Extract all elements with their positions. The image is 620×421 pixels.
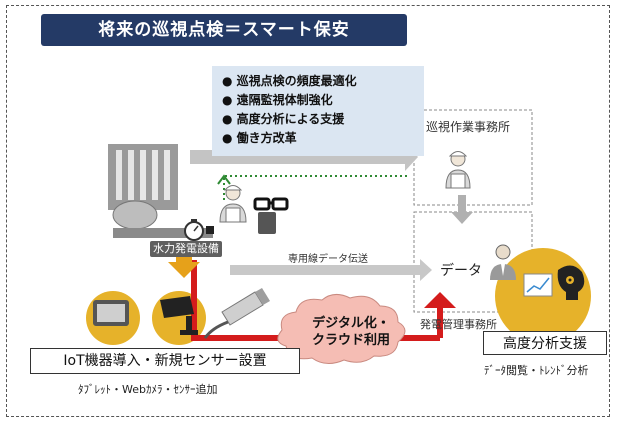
ai-brain-icon [557,265,585,300]
benefit-item: 高度分析による支援 [222,110,357,129]
page-title: 将来の巡視点検＝スマート保安 [41,14,407,46]
cloud-label-line2: クラウド利用 [311,333,390,348]
gauge-icon [184,219,214,241]
benefit-item: 働き方改革 [222,129,357,148]
cloud-label-line1: デジタル化・ [312,316,390,331]
trend-chart-icon [523,273,553,297]
hydro-plant-icon [108,144,213,238]
orange-down-arrow [168,253,200,278]
cloud-shape [277,294,406,364]
red-arrow-head [424,292,456,308]
sensor-plug-icon [203,288,270,339]
patrol-office-label: 巡視作業事務所 [426,120,511,134]
patrol-worker-icon [445,151,471,189]
iot-introduction-box: IoT機器導入・新規センサー設置 [30,348,300,374]
field-worker-icon [219,185,247,223]
dedicated-line-label: 専用線データ伝送 [288,254,368,265]
smart-glasses-icon [253,197,289,211]
office-worker-icon [490,244,516,280]
advanced-analysis-box: 高度分析支援 [483,331,607,355]
diagram-frame [6,5,610,417]
handheld-device-icon [258,212,276,234]
arrow-patrol-to-data [451,195,473,224]
benefit-item: 巡視点検の頻度最適化 [222,72,357,91]
benefits-list: 巡視点検の頻度最適化 遠隔監視体制強化 高度分析による支援 働き方改革 [222,72,357,148]
patrol-office-box [413,109,533,206]
benefit-item: 遠隔監視体制強化 [222,91,357,110]
arrow-dedicated-line [230,259,432,281]
hydro-plant-label: 水力発電設備 [150,241,222,257]
dotted-return-line [223,175,410,200]
data-label: データ [440,263,482,279]
iot-caption: ﾀﾌﾞﾚｯﾄ・Webｶﾒﾗ・ｾﾝｻｰ追加 [78,383,218,396]
analysis-caption: ﾃﾞｰﾀ閲覧・ﾄﾚﾝﾄﾞ分析 [484,364,589,377]
management-office-label: 発電管理事務所 [420,318,497,331]
cloud-label: デジタル化・ クラウド利用 [300,315,402,349]
tablet-icon [93,300,129,326]
camera-icon [160,296,198,335]
dotted-arrow-head [217,174,231,185]
